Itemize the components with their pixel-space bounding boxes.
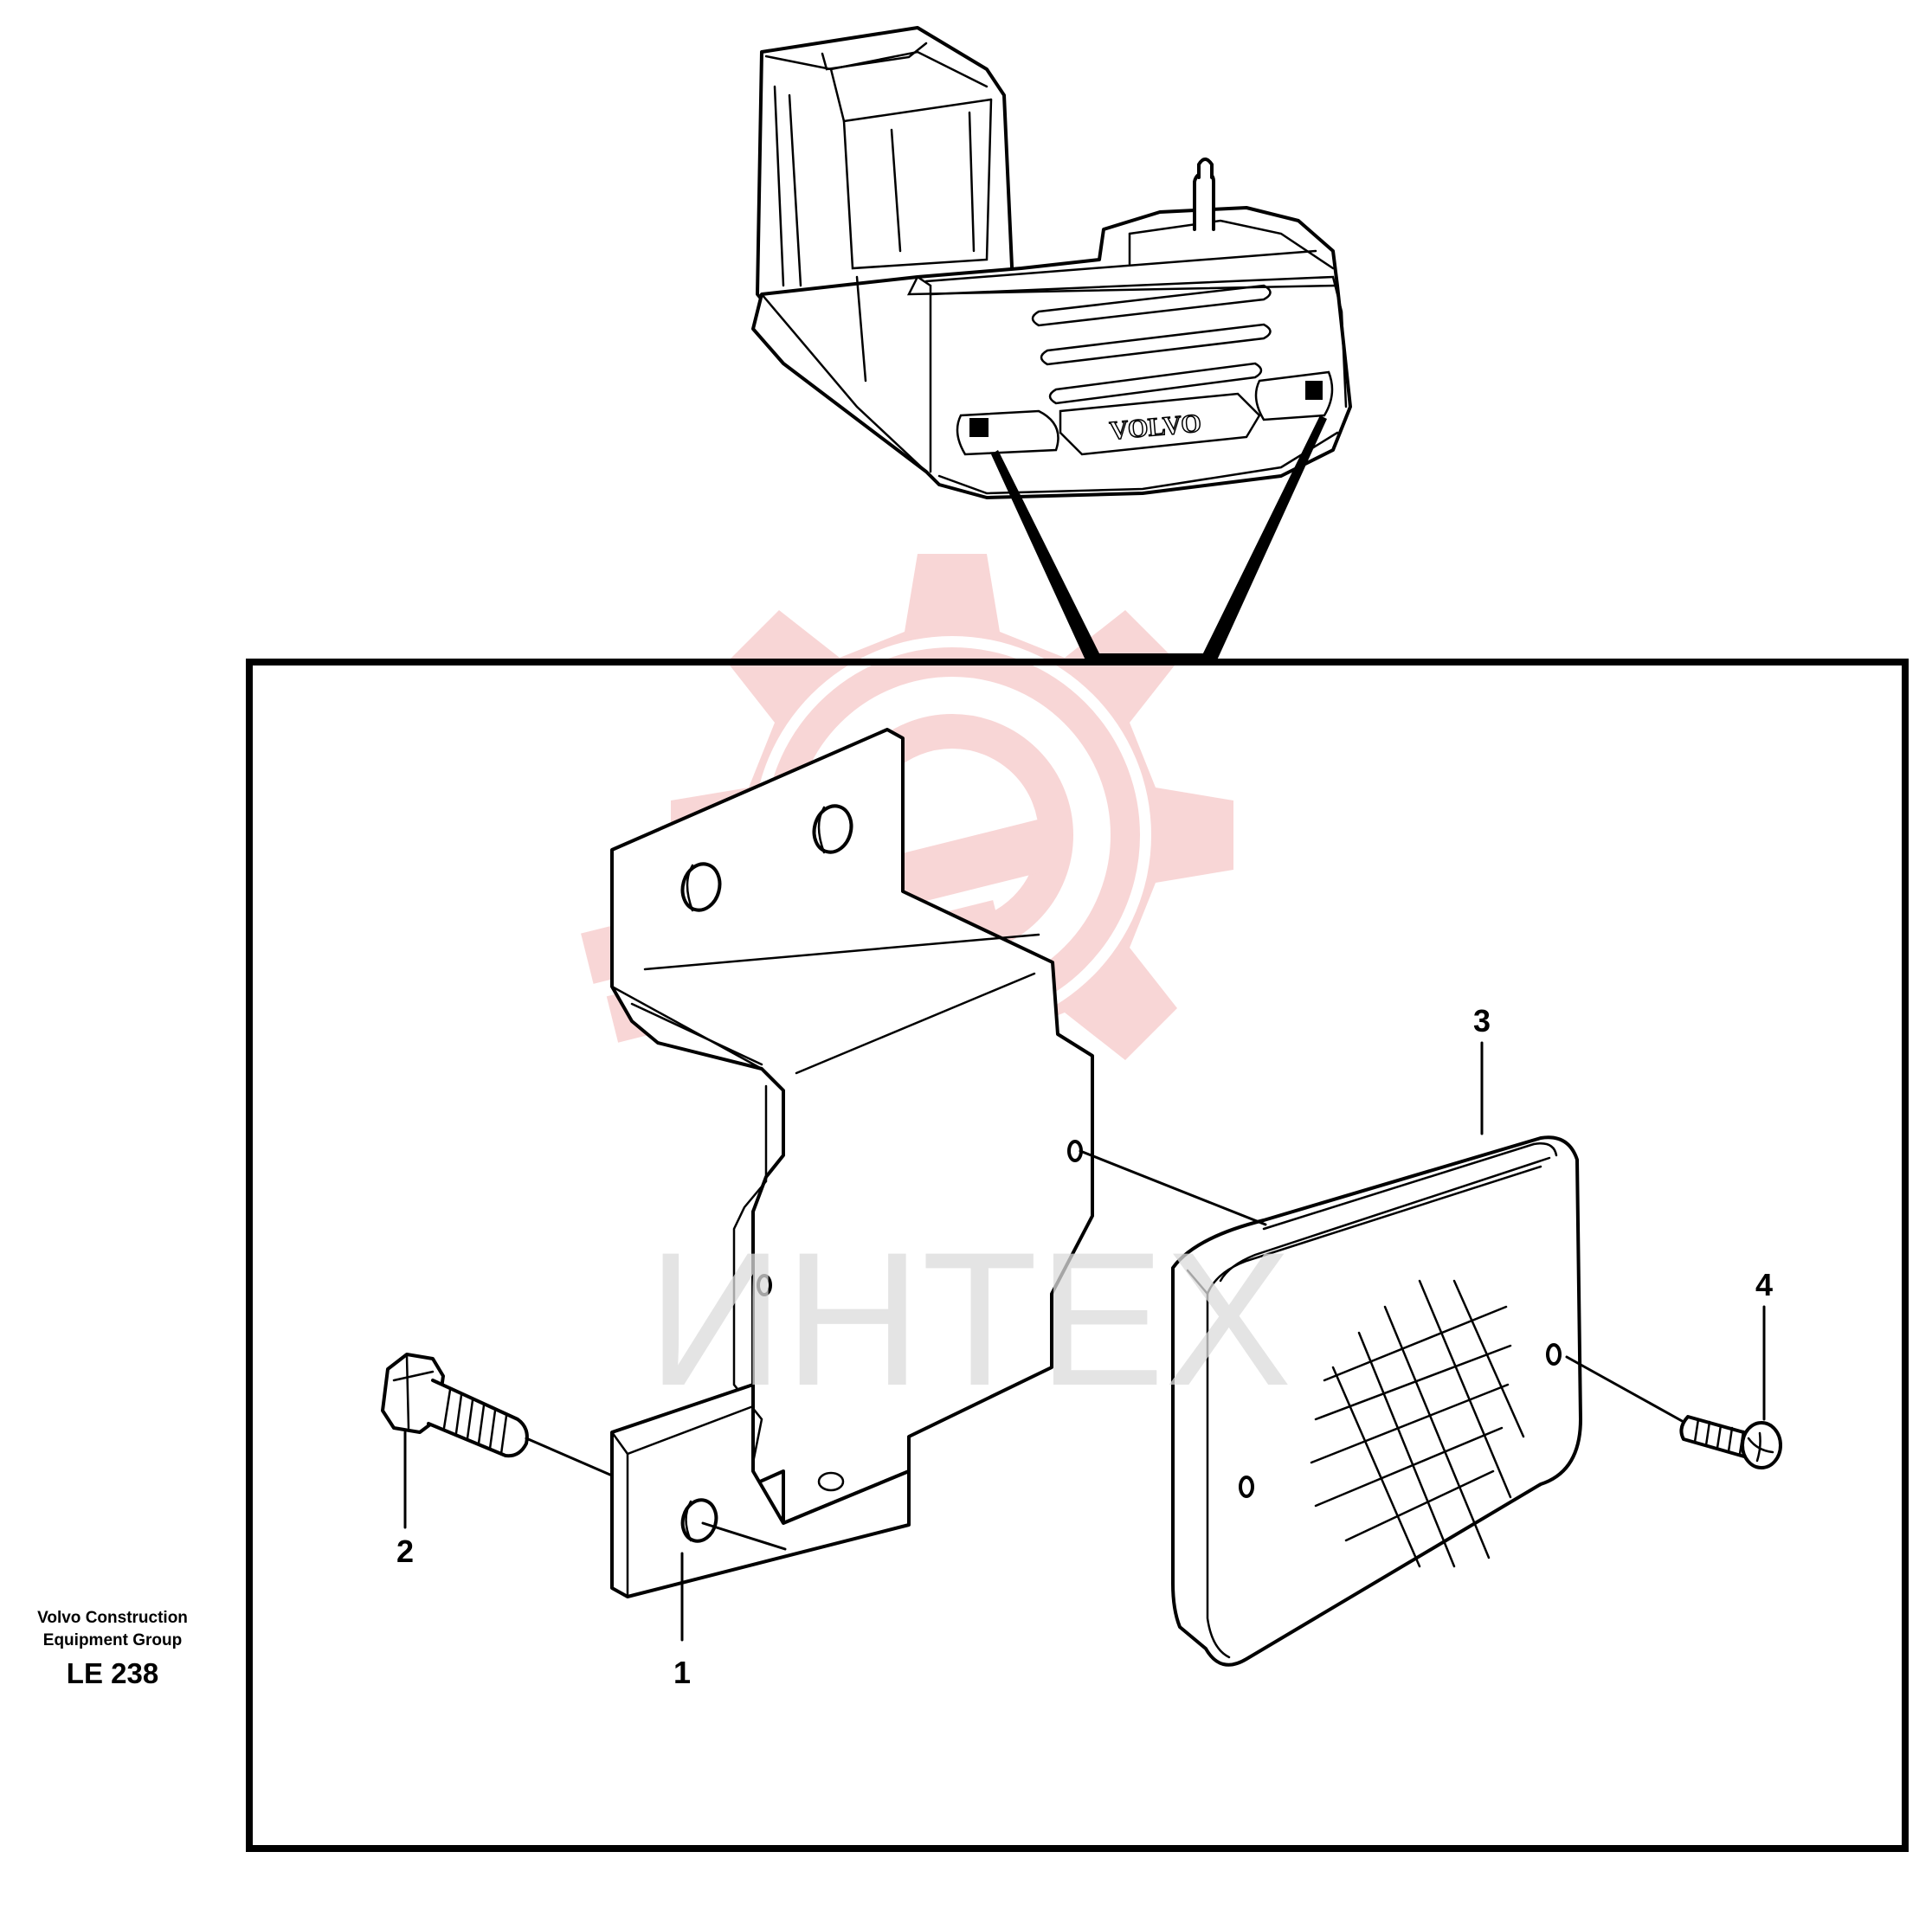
right-work-lamp-icon — [1305, 381, 1323, 400]
callout-2: 2 — [396, 1534, 414, 1569]
callout-3: 3 — [1473, 1003, 1491, 1038]
detail-frame — [246, 659, 1909, 1852]
callout-leaders — [403, 1041, 1766, 1642]
bolt-part — [381, 1353, 614, 1477]
figure-caption: Volvo Construction Equipment Group LE 23… — [17, 1607, 208, 1690]
bracket-hole-icon — [812, 804, 853, 854]
left-work-lamp-icon — [969, 418, 989, 437]
screw-part — [1565, 1355, 1782, 1469]
lamp-lens-grid-icon — [1310, 1279, 1525, 1568]
callout-1: 1 — [673, 1655, 691, 1690]
bracket-part — [610, 728, 1094, 1598]
detail-pointer-lines — [991, 415, 1327, 662]
watermark-text: ИНТЕХ — [647, 1212, 1292, 1425]
work-lamp-part — [1079, 1135, 1582, 1667]
caption-company-line1: Volvo Construction — [37, 1609, 188, 1627]
excavator-illustration: VOLVO — [751, 26, 1352, 499]
phillips-screw-head-icon — [1741, 1421, 1782, 1469]
bracket-hole-icon — [680, 862, 722, 912]
bracket-hole-icon — [680, 1498, 718, 1543]
caption-figure-code: LE 238 — [66, 1657, 159, 1689]
callout-4: 4 — [1755, 1267, 1773, 1302]
caption-company-line2: Equipment Group — [42, 1631, 183, 1649]
